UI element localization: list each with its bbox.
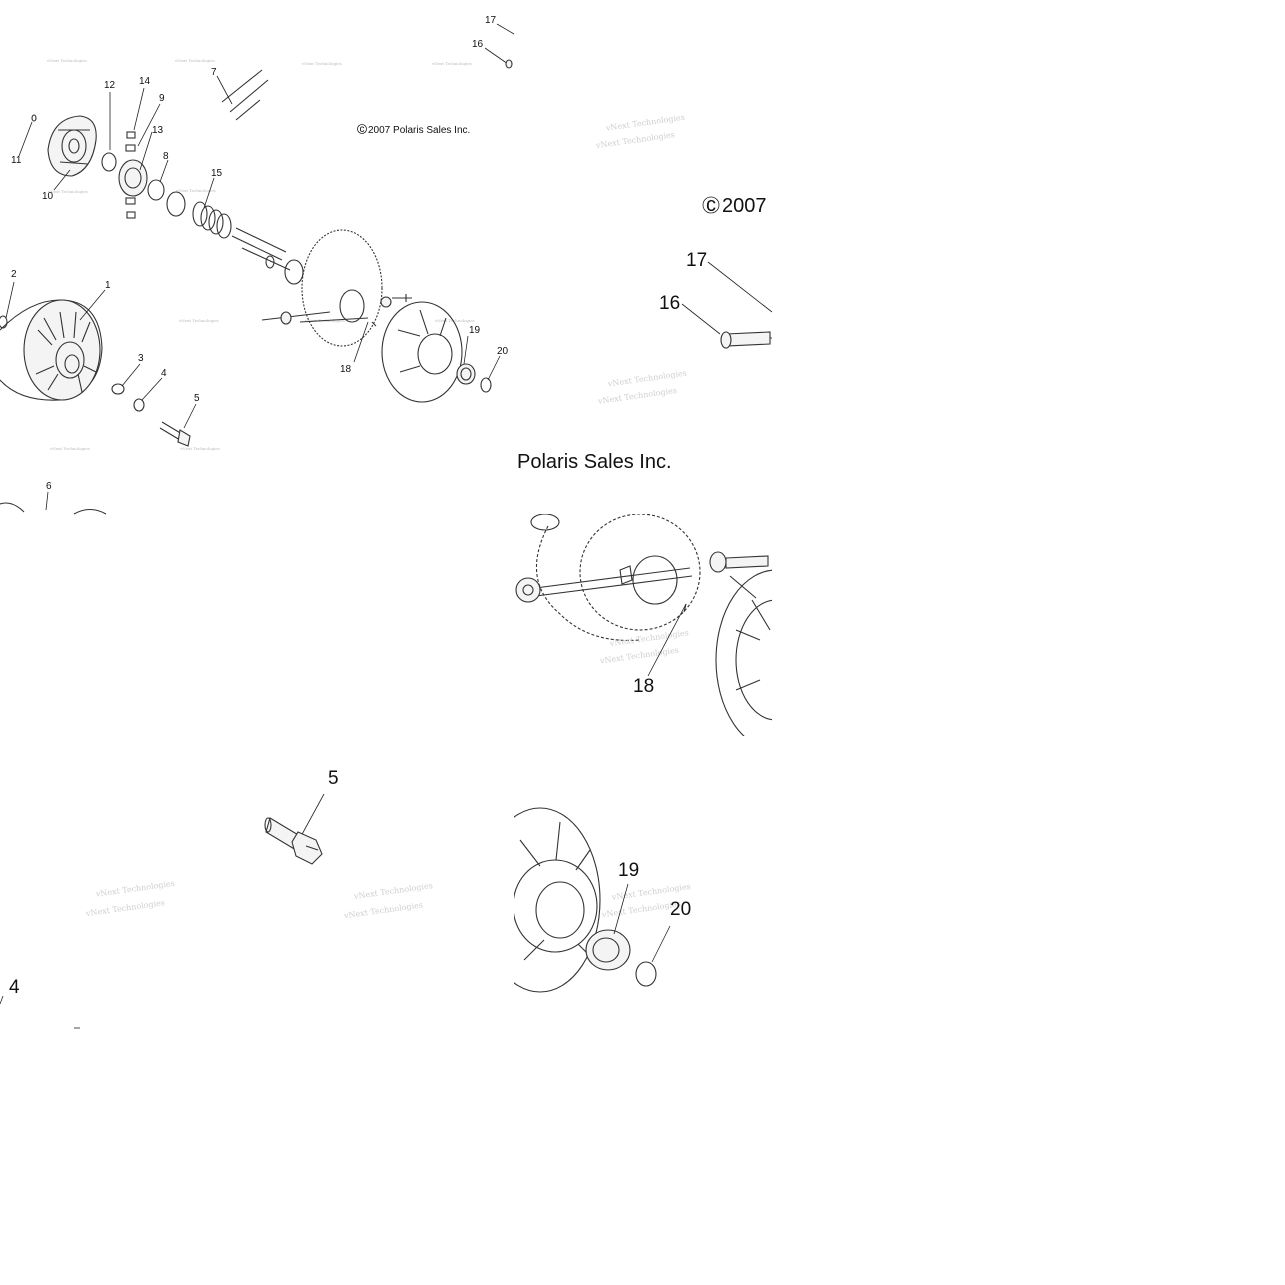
label-9: 9 — [159, 93, 165, 104]
bolt-panel: vNext Technologies vNext Technologies vN… — [84, 768, 433, 921]
watermark: vNext Technologies — [434, 318, 475, 323]
bearing-panel: vNext Technologies vNext Technologies 19… — [514, 807, 691, 993]
movable-sheave — [381, 301, 463, 403]
pin-panel: vNext Technologies vNext Technologies vN… — [594, 113, 773, 406]
label-3: 3 — [138, 353, 144, 364]
label-16: 16 — [659, 293, 680, 314]
pin-panel-copyright-year: 2007 — [722, 195, 767, 217]
watermark: vNext Technologies — [46, 58, 87, 63]
watermark: vNext Technologies — [179, 446, 220, 451]
label-5: 5 — [194, 393, 200, 404]
label-11: 11 — [11, 155, 22, 166]
label-1: 1 — [105, 280, 111, 291]
watermark: vNext Technologies — [352, 881, 433, 901]
label-14: 14 — [139, 76, 151, 87]
overview-leaders — [5, 23, 515, 511]
copyright-symbol: c — [360, 124, 365, 135]
watermark: vNext Technologies — [342, 900, 423, 920]
belt-7 — [221, 69, 269, 121]
label-4: 4 — [161, 368, 167, 379]
label-12: 12 — [104, 80, 116, 91]
watermark: vNext Technologies — [431, 61, 472, 66]
watermark: vNext Technologies — [178, 318, 219, 323]
bolt-5 — [264, 817, 323, 865]
label-13: 13 — [152, 125, 164, 136]
label-20: 20 — [497, 346, 509, 357]
watermark: vNext Technologies — [47, 189, 88, 194]
spring-15 — [192, 201, 232, 239]
overview-copyright: c 2007 Polaris Sales Inc. — [357, 124, 470, 136]
pin-16 — [720, 331, 772, 349]
label-17: 17 — [485, 15, 497, 26]
label-15: 15 — [211, 168, 223, 179]
label-17: 17 — [686, 250, 707, 271]
watermark: vNext Technologies — [301, 61, 342, 66]
drive-clutch-1 — [0, 299, 103, 401]
stationary-sheave — [261, 229, 412, 347]
watermark: vNext Technologies — [596, 386, 677, 406]
overview-copyright-text: 2007 Polaris Sales Inc. — [368, 125, 470, 136]
label-7: 7 — [211, 67, 217, 78]
label-16: 16 — [472, 39, 484, 50]
overview-panel: vNext Technologies vNext Technologies vN… — [0, 15, 515, 515]
label-8: 8 — [163, 151, 169, 162]
cover-10 — [47, 115, 97, 177]
watermark: vNext Technologies — [594, 130, 675, 150]
label-2: 2 — [11, 269, 17, 280]
label-10: 10 — [42, 191, 54, 202]
copyright-symbol: c — [706, 194, 716, 216]
shaft — [231, 227, 291, 271]
overview-labels: 12 14 9 13 8 15 11 10 7 1 2 3 4 5 6 18 1… — [11, 15, 509, 492]
label-20: 20 — [670, 899, 691, 920]
label-6: 6 — [46, 481, 52, 492]
label-19: 19 — [618, 860, 639, 881]
watermark: vNext Technologies — [49, 446, 90, 451]
watermark: vNext Technologies — [175, 188, 216, 193]
label-4: 4 — [9, 977, 20, 998]
label-5: 5 — [328, 768, 339, 789]
label-18: 18 — [633, 676, 654, 697]
watermark: vNext Technologies — [94, 879, 175, 899]
watermark: vNext Technologies — [84, 898, 165, 918]
bolt-5-small — [159, 421, 191, 447]
label-19: 19 — [469, 325, 481, 336]
spider-13 — [118, 131, 148, 219]
corner-panel: 4 — [0, 977, 80, 1029]
sheave-panel: vNext Technologies vNext Technologies 18 — [515, 514, 772, 736]
company-name: Polaris Sales Inc. — [517, 451, 672, 473]
watermark: vNext Technologies — [174, 58, 215, 63]
watermark: vNext Technologies — [598, 646, 679, 666]
label-18: 18 — [340, 364, 352, 375]
